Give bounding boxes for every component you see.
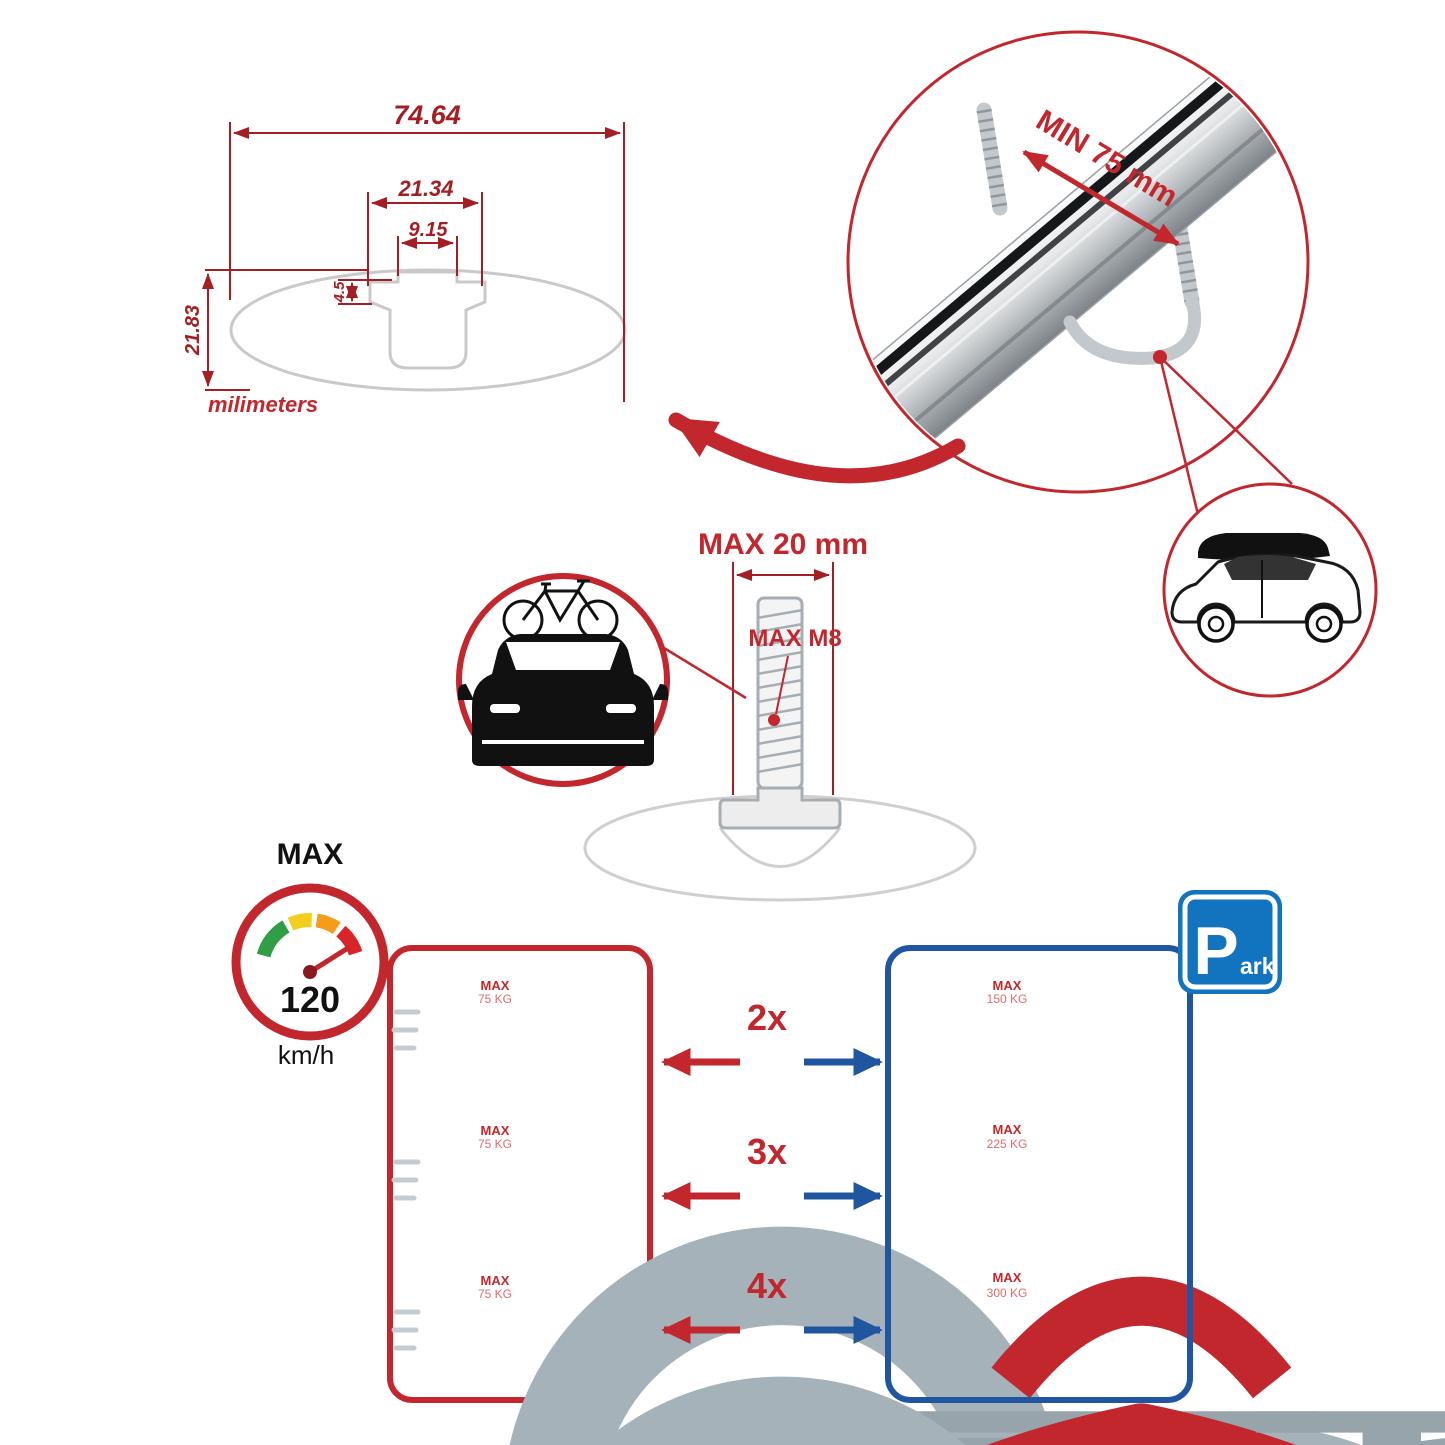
suv-roofbox-circle xyxy=(1162,482,1378,698)
gauge-needle xyxy=(307,945,351,975)
u-bolt-hook xyxy=(1063,293,1202,365)
ghost-profile-channel xyxy=(718,827,842,868)
dim-total-height: 21.83 xyxy=(182,305,204,356)
park-sign-plate xyxy=(1178,890,1282,994)
thread-leader-dot xyxy=(768,714,780,726)
cargo-max-label: MAX xyxy=(993,1122,1022,1137)
gauge-arcs xyxy=(256,913,363,958)
multiplier-label: 2x xyxy=(747,997,787,1038)
driving-panel: MAX 75 KG MAX 75 KG MAX 75 KG xyxy=(391,978,1445,1445)
motion-lines xyxy=(391,1309,421,1351)
dim-lip-depth: 4.5 xyxy=(331,281,348,304)
dimension-lines xyxy=(202,122,625,402)
roof-box xyxy=(1198,533,1330,561)
suv-with-roofbox xyxy=(1170,533,1362,643)
max-length-label: MAX 20 mm xyxy=(698,528,868,561)
speed-value: 120 xyxy=(280,979,340,1020)
cargo-max-label: MAX xyxy=(481,978,510,993)
motion-lines xyxy=(391,1159,421,1201)
cargo-max-label: MAX xyxy=(481,1123,510,1138)
cargo-max-label: MAX xyxy=(993,978,1022,993)
cargo-load-label: 75 KG xyxy=(478,992,512,1006)
park-sign: P ark xyxy=(1178,890,1282,994)
bolt-section: MAX 20 mm MAX M8 xyxy=(583,528,977,902)
park-sign-rest: ark xyxy=(1240,953,1275,979)
parking-panel-border xyxy=(885,945,1193,1403)
unit-label: milimeters xyxy=(208,392,318,417)
dim-total-width: 74.64 xyxy=(393,100,461,130)
gauge-ring xyxy=(231,883,389,1041)
park-sign-border xyxy=(1182,894,1278,990)
cargo-max-label: MAX xyxy=(481,1273,510,1288)
motion-lines xyxy=(391,1009,421,1051)
park-sign-letter: P xyxy=(1193,913,1238,989)
thread-leader-line xyxy=(775,655,789,715)
parking-panel: MAX 150 KG MAX 225 KG MAX 300 KG xyxy=(987,978,1445,1445)
speed-max-label: MAX xyxy=(277,838,344,871)
connector-line-1 xyxy=(1158,356,1202,524)
car-bike-circle xyxy=(456,573,670,787)
min-span-arrow xyxy=(1022,149,1180,247)
dim-slot-width: 9.15 xyxy=(409,219,449,241)
cargo-load-label: 75 KG xyxy=(478,1137,512,1151)
bolt-dimension-lines xyxy=(732,562,834,795)
cargo-load-label: 300 KG xyxy=(987,1286,1028,1300)
cargo-max-label: MAX xyxy=(993,1270,1022,1285)
car-front-icon xyxy=(458,634,668,766)
profile-t-slot xyxy=(368,270,487,370)
speed-unit: km/h xyxy=(278,1040,334,1070)
dim-channel-width: 21.34 xyxy=(397,176,453,201)
crossbar-profile-diagram: 74.64 21.34 9.15 4.5 21.83 milimeters xyxy=(182,100,627,417)
max-thread-label: MAX M8 xyxy=(748,625,841,652)
gauge-hub xyxy=(303,965,317,979)
cargo-load-label: 75 KG xyxy=(478,1287,512,1301)
speed-limit-gauge: MAX 120 km/h xyxy=(231,838,389,1070)
cargo-load-label: 225 KG xyxy=(987,1137,1028,1151)
multiplier-label: 4x xyxy=(747,1265,787,1306)
quantity-rows: 2x 3x 4x xyxy=(661,997,883,1344)
callout-arrow xyxy=(668,412,966,484)
driving-panel-border xyxy=(387,945,653,1403)
connector-line-2 xyxy=(1159,356,1293,485)
cargo-load-label: 150 KG xyxy=(987,992,1028,1006)
bike-circle-leader xyxy=(663,646,747,700)
crossbar-closeup-circle: MIN 75 mm xyxy=(846,30,1310,494)
multiplier-label: 3x xyxy=(747,1131,787,1172)
